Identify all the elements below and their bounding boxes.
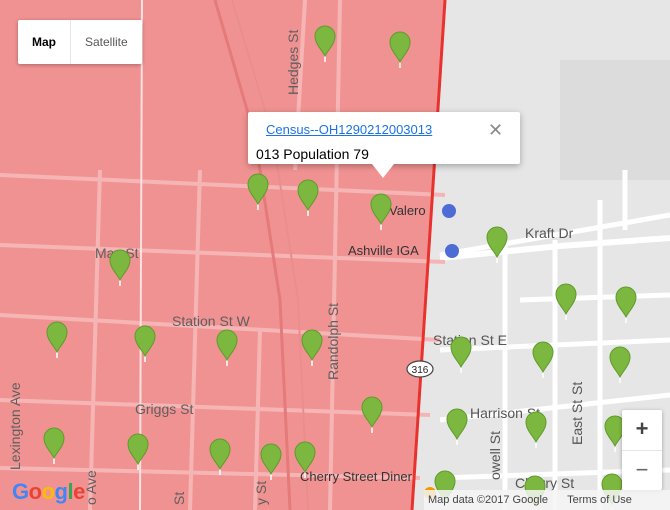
google-logo-letter: G (12, 479, 29, 504)
close-icon[interactable]: ✕ (488, 120, 504, 140)
map-pin-icon[interactable] (301, 329, 323, 366)
street-label-howell: owell St (487, 431, 503, 480)
street-label-east: East St (569, 400, 585, 445)
map-pin-icon[interactable] (127, 433, 149, 470)
google-logo-letter: o (28, 479, 42, 504)
map-pin-icon[interactable] (260, 443, 282, 480)
map-pin-icon[interactable] (450, 336, 472, 373)
map-pin-icon[interactable] (216, 329, 238, 366)
google-logo-letter: l (67, 479, 74, 504)
map-type-control: Map Satellite (18, 20, 142, 64)
zoom-in-button[interactable]: + (622, 410, 662, 451)
street-label-hedges: Hedges St (285, 30, 301, 95)
map-pin-icon[interactable] (370, 193, 392, 230)
google-logo[interactable]: Google (12, 479, 85, 505)
street-thin-line (139, 0, 143, 510)
map-type-satellite-button[interactable]: Satellite (85, 35, 128, 49)
street-label-st-partial-3: St (569, 382, 585, 395)
map-pin-icon[interactable] (615, 286, 637, 323)
map-pin-icon[interactable] (446, 408, 468, 445)
map-pin-icon[interactable] (525, 411, 547, 448)
rail-line (213, 0, 292, 510)
street-label-st-partial-1: St (171, 492, 187, 505)
google-logo-letter: e (73, 479, 85, 504)
terms-of-use-link[interactable]: Terms of Use (567, 494, 632, 506)
google-logo-letter: o (41, 479, 55, 504)
street-label-kraft: Kraft Dr (525, 225, 574, 241)
street-label-st-partial-2: y St (253, 481, 269, 505)
map-pin-icon[interactable] (486, 226, 508, 263)
map-pin-icon[interactable] (532, 341, 554, 378)
street-label-randolph: Randolph St (325, 303, 341, 380)
map-pin-icon[interactable] (247, 173, 269, 210)
zoom-out-button[interactable]: − (635, 457, 649, 482)
street-label-harrison: Harrison St (470, 405, 540, 421)
kraft-road (439, 235, 670, 261)
map-pin-icon[interactable] (389, 31, 411, 68)
map-pin-icon[interactable] (555, 283, 577, 320)
street-label-ave-partial: o Ave (83, 470, 99, 505)
poi-label-valero: Valero (389, 203, 426, 218)
map-building-area (560, 60, 670, 180)
map-type-map-button[interactable]: Map (18, 20, 71, 64)
map-pin-icon[interactable] (297, 179, 319, 216)
census-region-border (410, 0, 447, 510)
poi-valero-icon[interactable] (442, 204, 456, 218)
map-attribution: Map data ©2017 Google Terms of Use (424, 490, 670, 510)
zoom-control: + − (622, 410, 662, 490)
map-pin-icon[interactable] (43, 427, 65, 464)
map-data-text: Map data ©2017 Google (428, 494, 549, 506)
population-text: 013 Population 79 (256, 146, 369, 162)
google-logo-letter: g (54, 479, 68, 504)
route-number: 316 (412, 365, 429, 376)
map-pin-icon[interactable] (46, 321, 68, 358)
street-label-station-w: Station St W (172, 313, 251, 329)
street-label-griggs: Griggs St (135, 401, 193, 417)
poi-label-ashville-iga: Ashville IGA (348, 243, 419, 258)
census-tract-link[interactable]: Census--OH1290212003013 (266, 122, 433, 137)
map-pin-icon[interactable] (294, 441, 316, 478)
info-window: Census--OH1290212003013 ✕ 013 Population… (248, 112, 520, 178)
poi-ashville-iga-icon[interactable] (445, 244, 459, 258)
map-pin-icon[interactable] (209, 438, 231, 475)
street-grid-west (0, 0, 446, 510)
map-pin-icon[interactable] (314, 25, 336, 62)
rail-line-2 (231, 0, 309, 510)
street-label-lexington: Lexington Ave (7, 382, 23, 470)
map-pin-icon[interactable] (134, 325, 156, 362)
poi-label-cherry-diner: Cherry Street Diner (300, 469, 413, 484)
route-shield-icon: 316 (406, 360, 434, 378)
map-pin-icon[interactable] (609, 346, 631, 383)
street-grid-east (439, 170, 670, 510)
map-pin-icon[interactable] (361, 396, 383, 433)
map-pin-icon[interactable] (109, 249, 131, 286)
